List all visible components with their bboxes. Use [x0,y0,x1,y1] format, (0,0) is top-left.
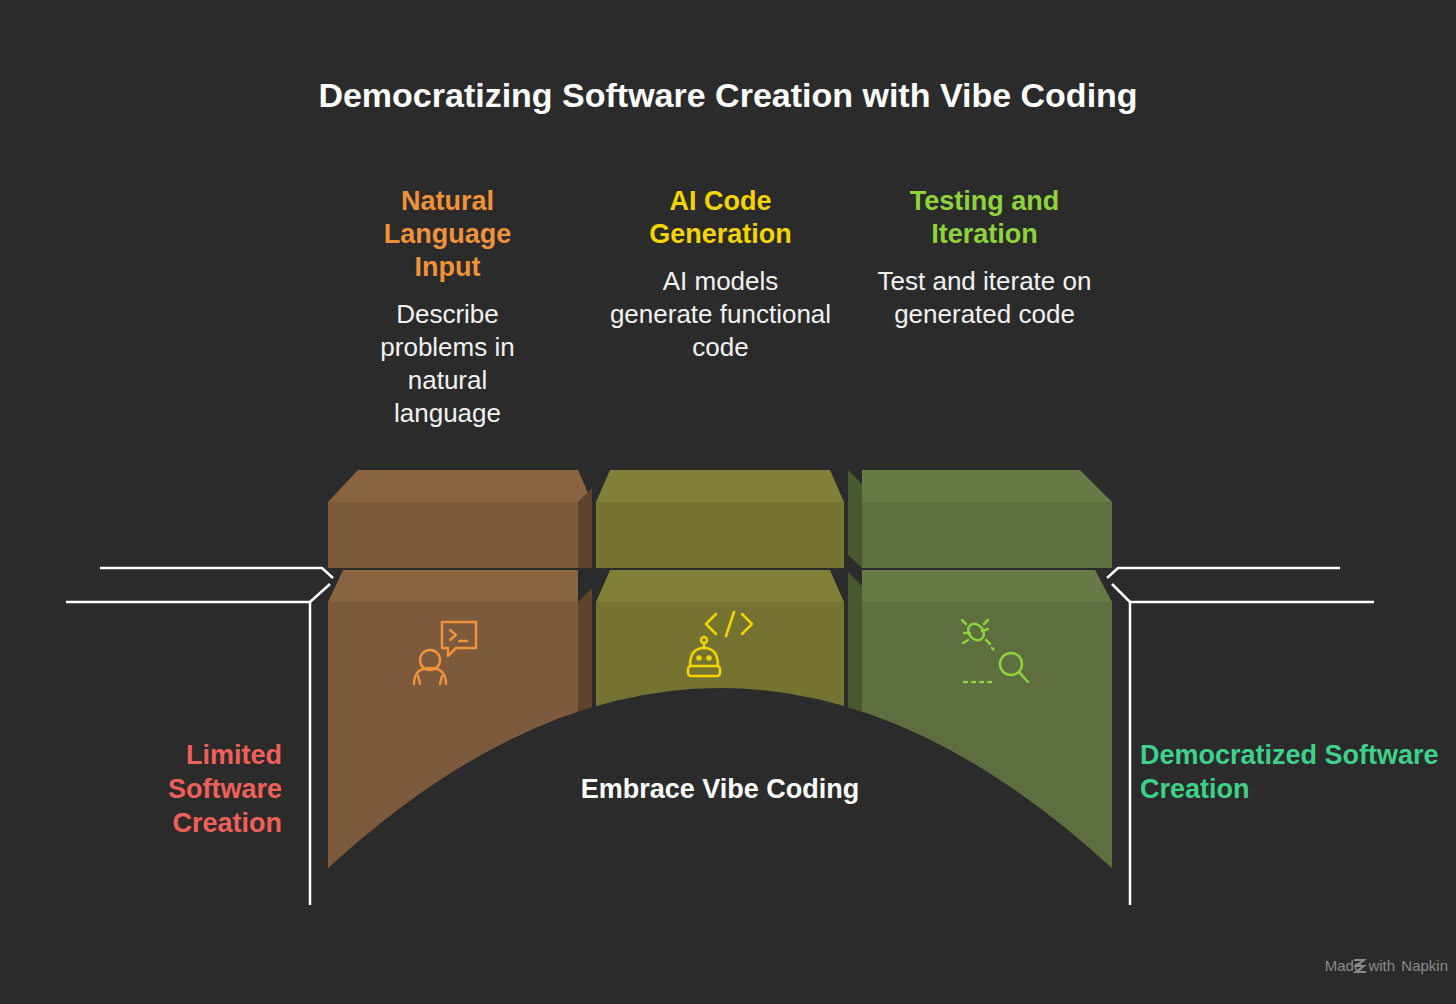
step-heading: Testing and Iteration [877,185,1092,251]
bug-search-icon [962,620,1028,682]
step-heading: Natural Language Input [355,185,540,284]
start-label: Limited Software Creation [100,738,282,840]
robot-code-icon [688,612,752,676]
chat-person-icon [414,622,476,684]
arch-blocks [326,570,1114,874]
goal-label: Democratized Software Creation [1140,738,1440,806]
bridge-label: Embrace Vibe Coding [520,772,920,806]
step-column: Natural Language InputDescribe problems … [355,185,540,430]
step-heading: AI Code Generation [608,185,833,251]
bank-lines [66,568,1374,905]
step-description: AI models generate functional code [608,265,833,364]
step-column: Testing and IterationTest and iterate on… [877,185,1092,331]
step-column: AI Code Generation AI models generate fun… [608,185,833,364]
step-description: Test and iterate on generated code [877,265,1092,331]
top-blocks [328,470,1112,568]
watermark: Made with Napkin [1220,956,1448,976]
diagram-title: Democratizing Software Creation with Vib… [0,74,1456,116]
step-description: Describe problems in natural language [355,298,540,430]
